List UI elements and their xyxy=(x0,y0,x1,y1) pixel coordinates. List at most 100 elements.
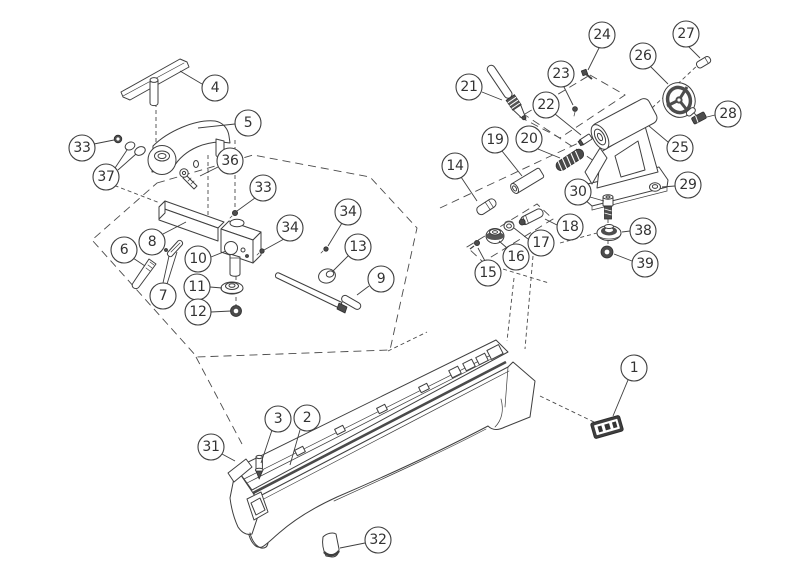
balloon-10-leader xyxy=(210,250,227,258)
balloon-6-leader xyxy=(132,257,146,267)
balloon-27-circle xyxy=(672,20,700,48)
balloon-24-circle xyxy=(588,21,616,49)
balloon-6: 6 xyxy=(110,236,146,267)
balloon-14: 14 xyxy=(441,152,478,202)
part-36-screw xyxy=(179,168,198,190)
part-27-pin xyxy=(695,56,712,69)
part-24-screw xyxy=(580,68,593,80)
balloon-2-number: 2 xyxy=(303,410,312,426)
part-33-hex-nut-left xyxy=(113,134,123,144)
balloon-30-leader xyxy=(589,196,605,202)
balloon-22-circle xyxy=(532,91,560,119)
balloon-23: 23 xyxy=(547,60,575,106)
part-33-setscrew-right xyxy=(229,209,238,219)
balloon-12: 12 xyxy=(184,298,232,326)
balloon-18-leader xyxy=(544,218,558,226)
part-3-detent-pin xyxy=(254,454,264,480)
balloon-19: 19 xyxy=(481,126,523,177)
balloon-8-leader xyxy=(162,221,187,235)
balloon-21-circle xyxy=(455,73,483,101)
part-13-sleeve xyxy=(318,268,336,284)
balloon-36-circle xyxy=(216,147,244,175)
balloon-23-leader xyxy=(563,86,574,106)
part-11-washer xyxy=(220,281,244,295)
balloon-13: 13 xyxy=(332,233,372,272)
balloon-3: 3 xyxy=(260,405,292,464)
balloon-9-leader xyxy=(356,285,370,296)
balloon-33-circle xyxy=(68,134,96,162)
balloon-8-circle xyxy=(138,228,166,256)
balloon-25-number: 25 xyxy=(671,140,688,156)
balloon-13-circle xyxy=(344,233,372,261)
balloon-21: 21 xyxy=(455,73,503,101)
balloon-34: 34 xyxy=(327,198,362,247)
balloon-14-leader xyxy=(460,176,478,202)
balloon-5-number: 5 xyxy=(244,115,253,131)
balloon-11: 11 xyxy=(183,273,223,301)
balloon-32-circle xyxy=(364,526,392,554)
balloon-20-number: 20 xyxy=(520,131,537,147)
balloon-1-number: 1 xyxy=(630,360,639,376)
balloon-33: 33 xyxy=(68,134,115,162)
balloon-28-number: 28 xyxy=(719,106,736,122)
balloon-7: 7 xyxy=(149,251,178,310)
balloon-34-circle xyxy=(276,214,304,242)
balloon-13-number: 13 xyxy=(349,239,366,255)
balloon-4-circle xyxy=(201,74,229,102)
balloon-27-number: 27 xyxy=(677,26,694,42)
balloon-20: 20 xyxy=(515,125,561,159)
part-14-stud xyxy=(476,198,497,216)
balloon-5: 5 xyxy=(197,109,262,137)
balloon-26: 26 xyxy=(629,42,669,85)
balloon-4-number: 4 xyxy=(211,80,220,96)
balloon-31-leader xyxy=(221,453,236,462)
part-31-plate xyxy=(227,458,253,483)
balloon-16: 16 xyxy=(498,240,530,271)
balloon-29: 29 xyxy=(661,171,702,199)
part-4-handle-bar xyxy=(120,58,190,107)
balloon-30-number: 30 xyxy=(569,184,586,200)
balloon-15-circle xyxy=(474,259,502,287)
part-28-setscrew xyxy=(691,111,707,125)
balloon-11-number: 11 xyxy=(188,279,205,295)
balloon-36-number: 36 xyxy=(221,153,239,169)
balloon-25-leader xyxy=(648,125,669,143)
balloon-34-leader xyxy=(263,238,285,251)
balloon-17: 17 xyxy=(513,227,555,257)
part-26-handwheel xyxy=(662,82,696,118)
balloon-23-circle xyxy=(547,60,575,88)
balloon-17-circle xyxy=(527,229,555,257)
balloon-19-number: 19 xyxy=(486,132,503,148)
part-10-cam-bolt xyxy=(224,241,241,277)
balloon-17-number: 17 xyxy=(532,235,549,251)
balloon-12-leader xyxy=(210,310,232,313)
balloon-37-leader xyxy=(117,153,137,171)
balloon-17-leader xyxy=(513,227,529,240)
balloon-4-leader xyxy=(179,70,203,85)
balloon-3-circle xyxy=(264,405,292,433)
balloon-31: 31 xyxy=(197,433,236,462)
part-39-hex-nut xyxy=(600,245,614,259)
balloon-11-leader xyxy=(209,286,223,289)
balloon-39-circle xyxy=(631,250,659,278)
balloon-33-leader xyxy=(93,139,115,145)
balloon-19-leader xyxy=(501,150,523,177)
balloon-9: 9 xyxy=(356,265,395,296)
part-17-ring xyxy=(503,220,515,231)
part-6-pin xyxy=(131,258,157,290)
balloon-38-number: 38 xyxy=(634,223,651,239)
balloon-33-leader xyxy=(236,197,256,212)
balloon-12-number: 12 xyxy=(189,304,206,320)
balloon-10-number: 10 xyxy=(189,251,206,267)
balloon-39-number: 39 xyxy=(636,256,653,272)
balloon-37: 37 xyxy=(92,149,137,191)
balloon-18-number: 18 xyxy=(561,219,578,235)
balloon-8: 8 xyxy=(138,221,187,256)
balloon-5-circle xyxy=(234,109,262,137)
balloon-37-number: 37 xyxy=(97,169,114,185)
balloon-5-leader xyxy=(197,123,236,129)
balloon-16-leader xyxy=(498,240,508,249)
balloon-2: 2 xyxy=(289,404,321,466)
